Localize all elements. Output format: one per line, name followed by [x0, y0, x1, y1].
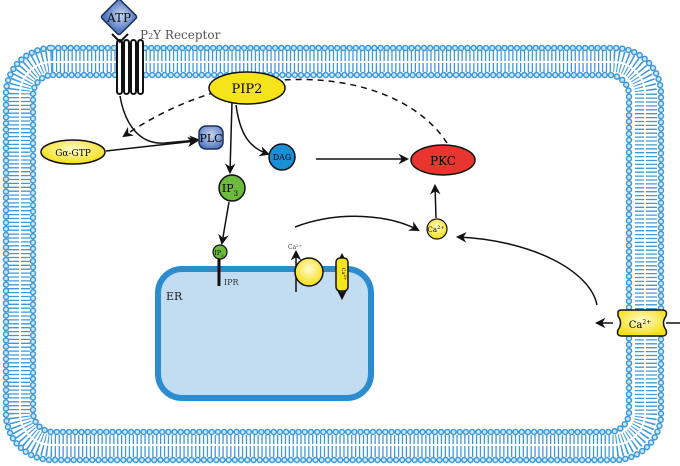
svg-text:PIP2: PIP2	[232, 82, 263, 97]
svg-text:PLC: PLC	[199, 132, 222, 145]
ga-gtp-node: Gα-GTP	[40, 139, 106, 165]
svg-text:PKC: PKC	[430, 154, 456, 168]
svg-text:IP3: IP3	[222, 182, 238, 198]
p2y-receptor-label: P2Y Receptor	[140, 28, 221, 42]
svg-text:Gα-GTP: Gα-GTP	[55, 149, 91, 159]
pip2-node: PIP2	[208, 71, 286, 105]
svg-text:Ca2+: Ca2+	[340, 268, 348, 281]
svg-text:Ca2+: Ca2+	[629, 319, 651, 331]
ip3-node: IP3	[218, 174, 246, 202]
arrow-pip2-to-dag	[235, 104, 270, 157]
p2y-receptor	[111, 33, 144, 95]
ip3-receptor: IP3 IPR	[212, 244, 240, 287]
arrow-ga-to-plc	[105, 136, 199, 152]
arrow-er-ca-to-cytosol	[294, 215, 420, 231]
arrow-channel-ca-to-cytosol	[455, 232, 598, 306]
plasma-membrane	[2, 44, 665, 464]
pkc-node: PKC	[410, 144, 476, 176]
arrow-receptor-to-plc	[119, 95, 201, 146]
er-body	[155, 266, 374, 401]
arrow-ca-to-pkc	[430, 183, 441, 219]
ipr-label: IPR	[224, 278, 240, 287]
svg-text:Ca2+: Ca2+	[288, 243, 302, 251]
plasma-membrane-calcium-channel: Ca2+	[616, 309, 668, 337]
er-label: ER	[166, 290, 183, 303]
dag-node: DAG	[268, 143, 296, 171]
er-calcium-pump: Ca2+	[288, 243, 324, 287]
svg-text:IP3: IP3	[215, 250, 224, 258]
dashed-arrow-pkc-to-ga	[122, 78, 448, 144]
plc-node: PLC	[198, 125, 224, 150]
endoplasmic-reticulum: ER	[155, 266, 374, 401]
arrow-pip2-to-ip3	[224, 101, 236, 175]
cytosolic-calcium-node: Ca2+	[426, 218, 448, 240]
atp-ligand: ATP	[100, 0, 138, 36]
svg-text:ATP: ATP	[106, 11, 131, 25]
pathway-arrows	[105, 78, 680, 329]
svg-text:Ca2+: Ca2+	[428, 225, 445, 234]
svg-text:DAG: DAG	[273, 153, 292, 162]
arrow-ip3-to-ipr	[218, 201, 230, 246]
er-calcium-channel: Ca2+	[335, 257, 349, 292]
bilayer-midline	[19, 61, 646, 446]
